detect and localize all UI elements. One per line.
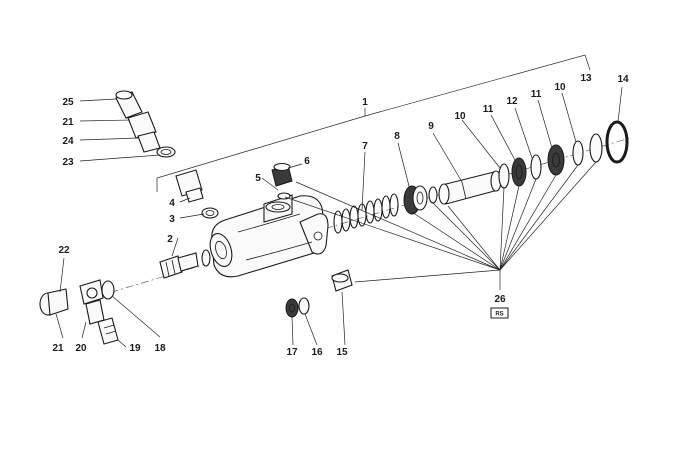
callout-labels: 1 2 3 4 5 6 7 8 9 10 11 12 11 10 13 14 1…	[52, 73, 629, 358]
callout-19: 19	[129, 343, 141, 354]
callout-11a: 11	[483, 104, 494, 115]
callout-7: 7	[362, 141, 368, 152]
part-14-oring	[605, 120, 629, 164]
callout-2: 2	[167, 234, 173, 245]
callout-15: 15	[336, 347, 348, 358]
callout-21b: 21	[52, 343, 64, 354]
callout-3: 3	[169, 214, 175, 225]
part-4-union	[175, 169, 219, 219]
callout-23: 23	[62, 157, 74, 168]
callout-5: 5	[255, 173, 261, 184]
callout-14: 14	[617, 74, 629, 85]
callout-1: 1	[362, 97, 368, 108]
assembly-bracket	[156, 54, 591, 192]
callout-6: 6	[304, 156, 310, 167]
callout-13: 13	[580, 73, 592, 84]
callout-25: 25	[62, 97, 74, 108]
kit-fan-lines	[284, 161, 597, 290]
cylinder-body	[209, 194, 329, 278]
part-7-spring	[333, 193, 399, 234]
callout-24: 24	[62, 136, 74, 147]
callout-10a: 10	[454, 111, 466, 122]
callout-18: 18	[154, 343, 166, 354]
leader-lines	[55, 86, 623, 348]
part-15-plug	[331, 269, 353, 292]
part-9-piston	[438, 170, 502, 205]
parts-10-13-rings	[498, 133, 603, 189]
callout-21a: 21	[62, 117, 74, 128]
parts-23-25-connector	[115, 90, 176, 158]
parts-18-22-switch	[39, 279, 119, 345]
kit-badge: RS	[490, 307, 509, 319]
callout-17: 17	[286, 347, 298, 358]
callout-12: 12	[506, 96, 518, 107]
callout-26: 26	[494, 294, 506, 305]
callout-4: 4	[169, 198, 175, 209]
callout-22: 22	[58, 245, 70, 256]
part-6-cap	[271, 162, 293, 200]
callout-11b: 11	[531, 89, 542, 100]
callout-16: 16	[311, 347, 323, 358]
kit-badge-text: RS	[495, 312, 503, 318]
callout-8: 8	[394, 131, 400, 142]
callout-20: 20	[75, 343, 87, 354]
callout-9: 9	[428, 121, 434, 132]
callout-10b: 10	[554, 82, 566, 93]
parts-16-17-washers	[285, 297, 310, 318]
part-8-seal	[403, 185, 438, 215]
part-2-fitting	[159, 249, 211, 279]
